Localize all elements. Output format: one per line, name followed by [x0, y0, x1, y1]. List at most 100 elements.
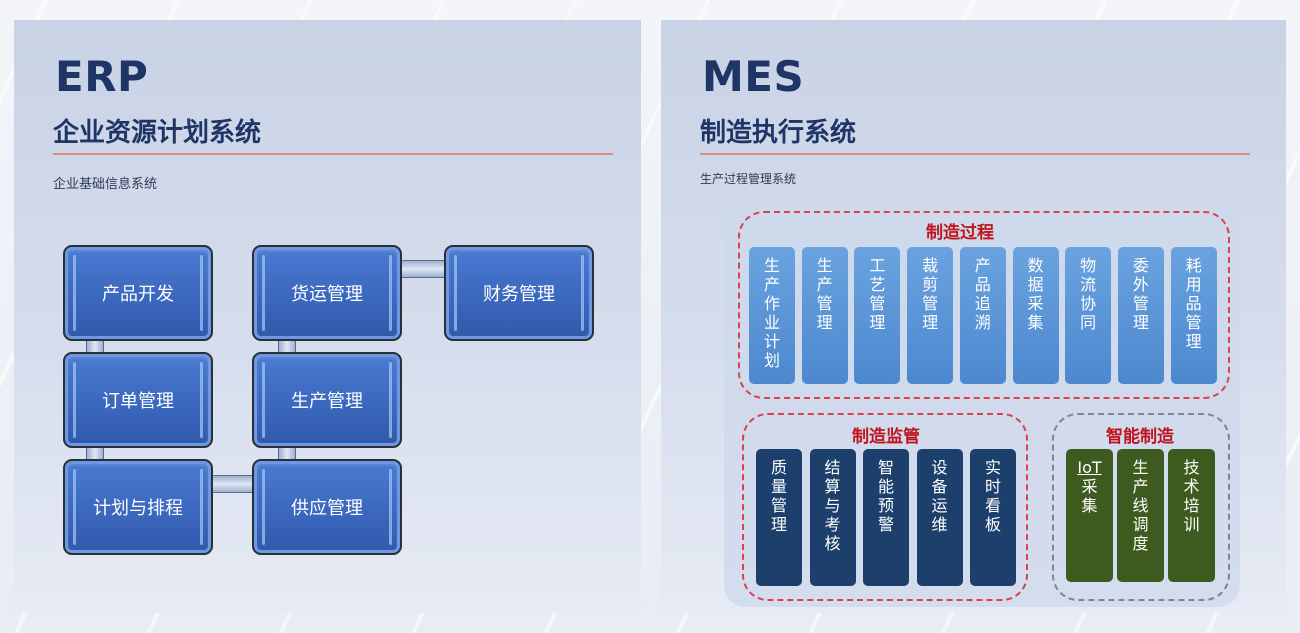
process-column-char: 理 [869, 313, 886, 332]
supervision-column-char: 算 [824, 477, 841, 496]
process-column: 数据采集 [1012, 247, 1059, 384]
supervision-column-char: 质 [770, 458, 787, 477]
smart-column-char: 技 [1183, 458, 1200, 477]
supervision-group-label: 制造监管 [852, 427, 920, 447]
process-column-char: 生 [816, 256, 833, 275]
smart-column-char: 产 [1132, 477, 1149, 496]
process-column-char: 生 [763, 256, 780, 275]
supervision-column-char: 运 [931, 496, 948, 515]
process-column: 裁剪管理 [907, 247, 954, 384]
mes-subtitle: 制造执行系统 [700, 118, 857, 148]
process-group-label: 制造过程 [926, 223, 994, 243]
erp-module-shipping: 货运管理 [252, 245, 402, 341]
process-column-char: 追 [974, 294, 991, 313]
erp-module-product-dev: 产品开发 [63, 245, 213, 341]
process-column-char: 据 [1027, 275, 1044, 294]
process-column-char: 集 [1027, 313, 1044, 332]
supervision-column-char: 实 [984, 458, 1001, 477]
supervision-column-char: 考 [824, 515, 841, 534]
process-column-char: 外 [1132, 275, 1149, 294]
process-column-char: 流 [1080, 275, 1097, 294]
supervision-column-char: 维 [931, 515, 948, 534]
mes-divider [700, 153, 1250, 155]
process-column-char: 管 [1132, 294, 1149, 313]
process-column: 工艺管理 [854, 247, 901, 384]
process-column: 生产作业计划 [749, 247, 795, 384]
process-column-char: 管 [816, 294, 833, 313]
process-column-char: 品 [1185, 294, 1202, 313]
process-column-char: 理 [1132, 313, 1149, 332]
smart-column-char: 生 [1132, 458, 1149, 477]
process-column-char: 产 [816, 275, 833, 294]
supervision-column-char: 备 [931, 477, 948, 496]
supervision-column-char: 能 [877, 477, 894, 496]
smart-column-char: 调 [1132, 515, 1149, 534]
erp-module-finance: 财务管理 [444, 245, 594, 341]
process-column-char: 理 [922, 313, 939, 332]
process-column: 委外管理 [1117, 247, 1164, 384]
process-group [738, 211, 1230, 399]
smart-column-char: 采 [1081, 477, 1098, 496]
supervision-column-char: 时 [984, 477, 1001, 496]
process-column-char: 委 [1132, 256, 1149, 275]
process-column-char: 管 [869, 294, 886, 313]
erp-module-supply: 供应管理 [252, 459, 402, 555]
process-column-char: 裁 [922, 256, 939, 275]
smart-column-char: 训 [1183, 515, 1200, 534]
process-column-char: 工 [869, 256, 886, 275]
process-column-char: 作 [763, 294, 780, 313]
supervision-column: 结算与考核 [809, 449, 856, 586]
process-column-char: 物 [1080, 256, 1097, 275]
process-column: 耗用品管理 [1170, 247, 1217, 384]
process-column: 产品追溯 [959, 247, 1006, 384]
supervision-column-char: 设 [931, 458, 948, 477]
smart-group [1052, 413, 1230, 601]
smart-column-char: 集 [1081, 496, 1098, 515]
mes-caption: 生产过程管理系统 [700, 172, 797, 186]
process-column-char: 理 [1185, 332, 1202, 351]
erp-caption: 企业基础信息系统 [53, 177, 158, 192]
process-column-char: 管 [922, 294, 939, 313]
smart-column-char: 术 [1183, 477, 1200, 496]
process-column-char: 艺 [869, 275, 886, 294]
erp-module-planning: 计划与排程 [63, 459, 213, 555]
erp-connector [396, 260, 448, 278]
process-column-char: 协 [1080, 294, 1097, 313]
process-column-char: 管 [1185, 313, 1202, 332]
process-column-char: 品 [974, 275, 991, 294]
process-column-char: 采 [1027, 294, 1044, 313]
process-column-char: 耗 [1185, 256, 1202, 275]
supervision-column-char: 看 [984, 496, 1001, 515]
process-column-char: 产 [763, 275, 780, 294]
smart-column-char: 培 [1183, 496, 1200, 515]
process-column: 生产管理 [801, 247, 848, 384]
process-column-char: 计 [763, 332, 780, 351]
erp-module-production: 生产管理 [252, 352, 402, 448]
process-column-char: 业 [763, 313, 780, 332]
process-column-char: 数 [1027, 256, 1044, 275]
supervision-column-char: 板 [984, 515, 1001, 534]
smart-column-char: 线 [1132, 496, 1149, 515]
process-column-char: 理 [816, 313, 833, 332]
mes-title: MES [702, 52, 805, 101]
erp-title: ERP [55, 52, 149, 101]
supervision-column-char: 量 [770, 477, 787, 496]
smart-group-label: 智能制造 [1106, 427, 1174, 447]
smart-column: 生产线调度 [1117, 449, 1164, 582]
supervision-column-char: 预 [877, 496, 894, 515]
process-column-char: 同 [1080, 313, 1097, 332]
process-column-char: 产 [974, 256, 991, 275]
process-column-char: 溯 [974, 313, 991, 332]
supervision-column-char: 核 [824, 534, 841, 553]
supervision-column-char: 智 [877, 458, 894, 477]
erp-divider [53, 153, 613, 155]
supervision-column: 质量管理 [756, 449, 802, 586]
supervision-column: 设备运维 [916, 449, 963, 586]
process-column-char: 用 [1185, 275, 1202, 294]
erp-module-order: 订单管理 [63, 352, 213, 448]
process-column-char: 划 [763, 351, 780, 370]
supervision-column-char: 管 [770, 496, 787, 515]
process-column: 物流协同 [1065, 247, 1112, 384]
erp-connector [205, 475, 257, 493]
smart-column-char: 度 [1132, 534, 1149, 553]
